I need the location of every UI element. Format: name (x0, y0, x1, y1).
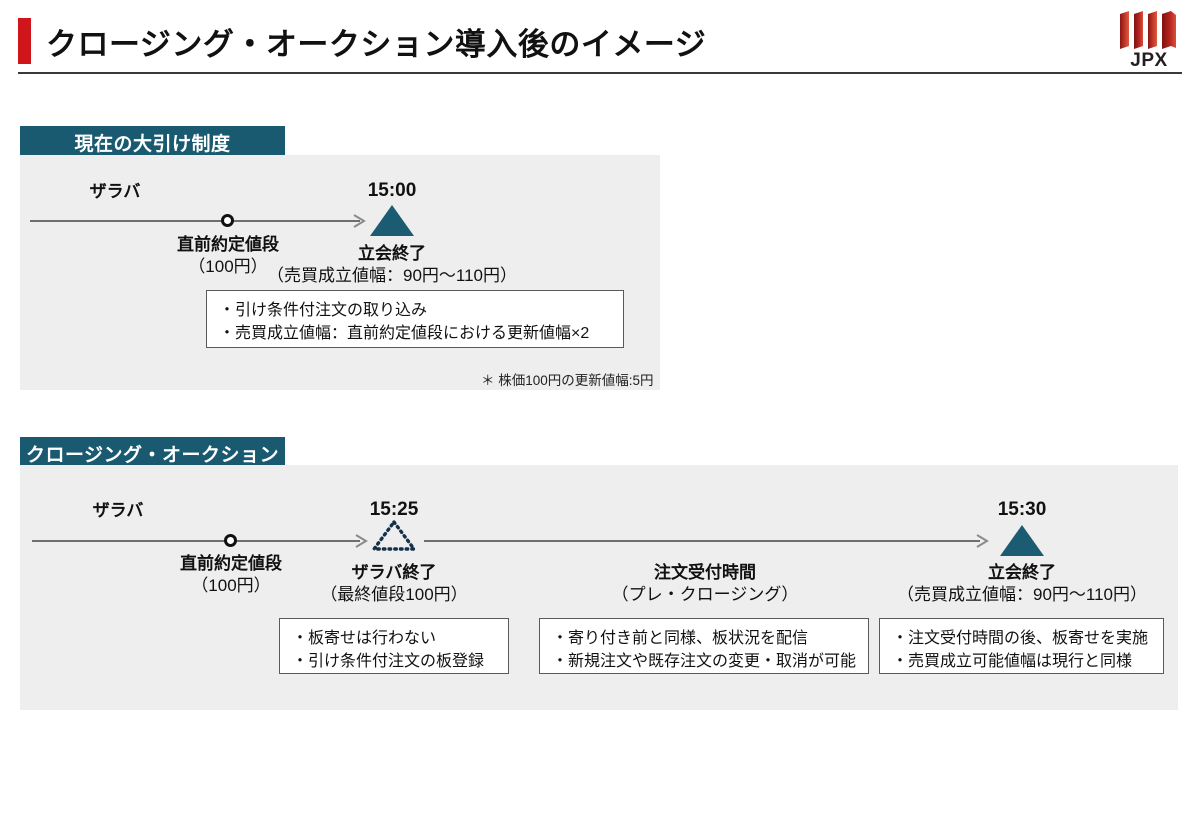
timeline2-price-marker-dot (224, 534, 237, 547)
note-box-closing: ・注文受付時間の後、板寄せを実施 ・売買成立可能値幅は現行と同様 (879, 618, 1164, 674)
timeline2-marker-sub: （100円） (191, 576, 271, 595)
timeline1-phase-label: ザラバ (89, 182, 141, 201)
timeline2-line-left (32, 540, 360, 542)
note-line: ・売買成立値幅：直前約定値段における更新値幅×2 (219, 325, 590, 343)
timeline1-marker-sub: （100円） (188, 257, 268, 276)
timeline1-price-marker-dot (221, 214, 234, 227)
timeline2-zaraba-end-triangle-dotted (371, 519, 417, 551)
timeline2-arrow-right-icon (976, 534, 989, 548)
page-title: クロージング・オークション導入後のイメージ (46, 27, 707, 62)
timeline1-arrow-icon (353, 214, 366, 228)
footnote-current-system: ＊ 株価100円の更新値幅:5円 (481, 373, 654, 388)
timeline2-close-triangle (1000, 525, 1044, 556)
timeline2-end-sub: （売買成立値幅：90円〜110円） (896, 585, 1147, 604)
timeline2-phase-label: ザラバ (92, 501, 144, 520)
timeline2-end-time: 15:30 (997, 499, 1047, 520)
jpx-logo-text: JPX (1130, 50, 1168, 71)
note-line: ・売買成立可能値幅は現行と同様 (892, 653, 1133, 671)
note-box-order-acceptance: ・寄り付き前と同様、板状況を配信 ・新規注文や既存注文の変更・取消が可能 (539, 618, 869, 674)
note-line: ・引け条件付注文の板登録 (292, 653, 485, 671)
note-line: ・引け条件付注文の取り込み (219, 302, 428, 319)
note-line: ・注文受付時間の後、板寄せを実施 (892, 630, 1149, 647)
jpx-logo: JPX (1114, 10, 1184, 76)
timeline2-line-right (424, 540, 980, 542)
jpx-logo-bars-icon (1120, 11, 1176, 49)
timeline1-end-label: 立会終了 (358, 244, 426, 263)
timeline2-end-label: 立会終了 (988, 563, 1056, 582)
title-accent-bar (18, 18, 31, 64)
note-line: ・寄り付き前と同様、板状況を配信 (552, 630, 809, 647)
note-line: ・新規注文や既存注文の変更・取消が可能 (552, 653, 857, 671)
timeline1-marker-label: 直前約定値段 (177, 235, 279, 254)
note-box-current-system: ・引け条件付注文の取り込み ・売買成立値幅：直前約定値段における更新値幅×2 (206, 290, 624, 348)
timeline2-middle-phase-label: 注文受付時間 (654, 563, 756, 582)
timeline1-line (30, 220, 360, 222)
timeline2-mid-label: ザラバ終了 (351, 563, 437, 582)
timeline2-mid-time: 15:25 (369, 499, 419, 520)
note-box-zaraba-end: ・板寄せは行わない ・引け条件付注文の板登録 (279, 618, 509, 674)
timeline1-end-time: 15:00 (367, 180, 417, 201)
timeline2-arrow-left-icon (355, 534, 368, 548)
header-divider (18, 72, 1182, 74)
slide-header: クロージング・オークション導入後のイメージ JPX (0, 0, 1200, 86)
timeline2-mid-sub: （最終値段100円） (320, 585, 468, 604)
timeline2-middle-phase-sub: （プレ・クロージング） (611, 585, 799, 604)
note-line: ・板寄せは行わない (292, 630, 437, 647)
timeline2-marker-label: 直前約定値段 (180, 554, 282, 573)
panel-current-system (20, 155, 660, 390)
section-tag-closing-auction: クロージング・オークション (20, 437, 285, 470)
timeline1-end-sub: （売買成立値幅：90円〜110円） (266, 266, 517, 285)
section-tag-current-system: 現在の大引け制度 (20, 126, 285, 158)
timeline1-close-triangle (370, 205, 414, 236)
